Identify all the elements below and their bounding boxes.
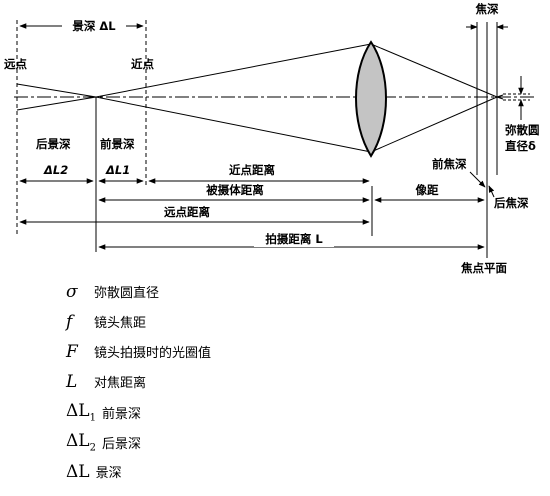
depth-of-focus-label: 焦深	[475, 2, 499, 16]
legend-symbol: F	[66, 341, 78, 362]
near-point-label: 近点	[131, 57, 154, 71]
legend-item: f 镜头焦距	[66, 311, 146, 337]
legend-desc: 对焦距离	[94, 376, 147, 391]
legend-item: F 镜头拍摄时的光圈值	[66, 341, 211, 367]
legend-desc: 弥散圆直径	[94, 286, 160, 301]
legend-item: ΔL2 后景深	[66, 431, 141, 457]
light-rays	[16, 43, 504, 153]
front-focus-depth-label: 前焦深	[432, 157, 467, 171]
legend-symbol: ΔL1	[66, 401, 96, 424]
coc-label-2: 直径δ	[505, 139, 536, 153]
coc-label-1: 弥散圆	[505, 123, 540, 137]
legend-desc: 镜头拍摄时的光圈值	[94, 346, 212, 361]
legend-symbol: L	[66, 371, 78, 392]
legend-symbol: σ	[66, 281, 78, 302]
legend-item: L 对焦距离	[66, 371, 146, 397]
legend-item: σ 弥散圆直径	[66, 281, 159, 307]
legend-item: ΔL1 前景深	[66, 401, 141, 427]
legend-desc: 后景深	[101, 436, 141, 452]
shooting-distance-label: 拍摄距离 L	[265, 232, 323, 246]
legend-desc: 景深	[95, 466, 122, 481]
lens	[355, 40, 387, 158]
focal-plane-label: 焦点平面	[460, 261, 507, 275]
near-distance-label: 近点距离	[229, 163, 275, 177]
depth-of-field-diagram: 景深 ΔL 远点 近点 后景深 ΔL2 前景深 ΔL1 近点距离 被摄体距离 像…	[4, 2, 540, 275]
legend-desc: 镜头焦距	[94, 316, 147, 331]
legend-symbol: ΔL	[66, 461, 90, 482]
legend-symbol: ΔL2	[66, 431, 96, 454]
rear-dof-label: 后景深	[36, 137, 71, 151]
legend-item: ΔL 景深	[66, 461, 122, 487]
legend-desc: 前景深	[101, 406, 141, 422]
image-distance-label: 像距	[416, 183, 439, 197]
far-point-label: 远点	[4, 57, 27, 71]
dof-label: 景深 ΔL	[71, 19, 116, 33]
rear-focus-depth-label: 后焦深	[494, 196, 529, 210]
far-distance-label: 远点距离	[164, 205, 210, 219]
legend-symbol: f	[66, 311, 73, 332]
front-dof-symbol: ΔL1	[105, 163, 130, 177]
front-dof-label: 前景深	[100, 137, 135, 151]
rear-dof-symbol: ΔL2	[43, 163, 68, 177]
subject-distance-label: 被摄体距离	[206, 183, 264, 197]
